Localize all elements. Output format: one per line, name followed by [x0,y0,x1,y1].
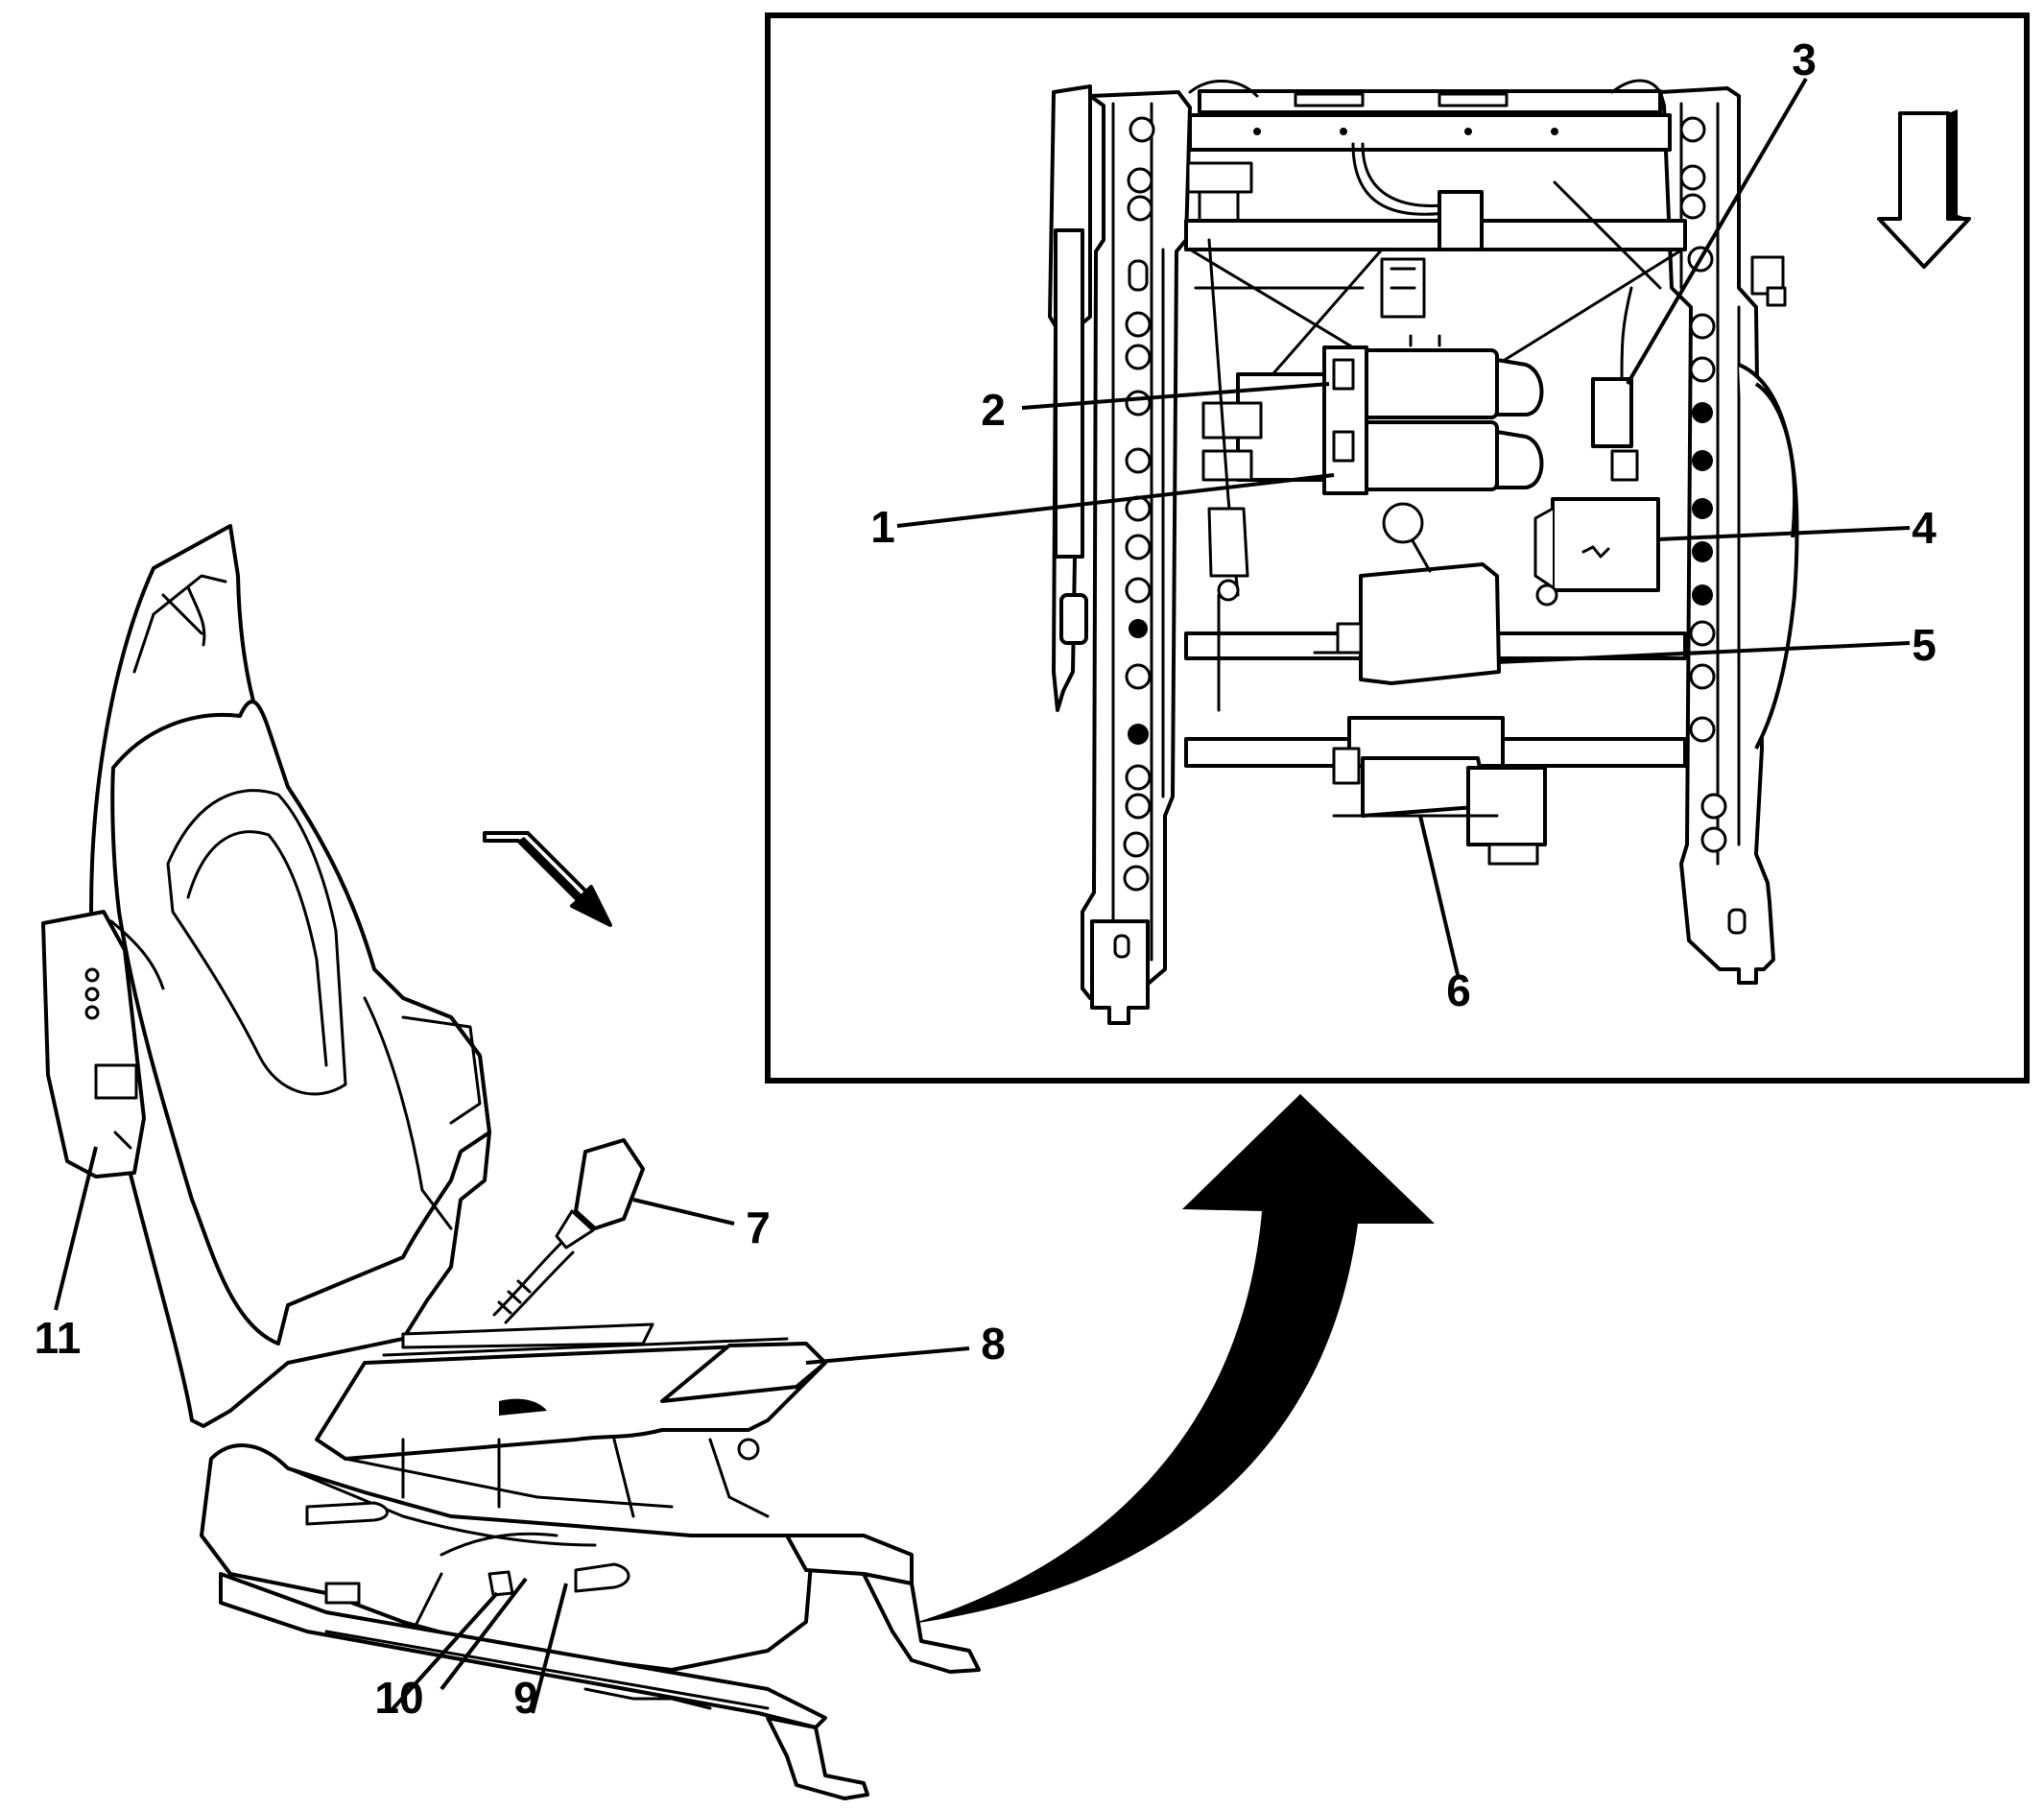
inset-frame [765,12,2030,1084]
right-seat-rail [1658,86,1799,985]
diagonal-arrow-icon [483,831,612,927]
harness-upper [1188,79,1787,319]
inset-leaders [896,77,1911,980]
callout-11: 11 [35,1313,82,1363]
seat-module-4 [1533,497,1660,607]
dual-adjuster-motors [1201,334,1544,495]
center-linkage [1186,161,1253,712]
seat-module-5 [1313,502,1501,685]
curved-arrow-icon [912,1094,1435,1624]
callout-6: 6 [1446,965,1471,1015]
left-seat-rail [1048,84,1192,1025]
callout-10: 10 [374,1673,423,1723]
frame-cross-members [1184,89,1687,768]
callout-1: 1 [870,502,895,552]
callout-7: 7 [746,1203,771,1252]
detail-inset: 1 2 3 4 5 6 [765,12,2030,1084]
wiring-connector-3 [1591,286,1639,482]
seat-leaders [54,1146,970,1714]
seat-connector-6 [1332,716,1547,866]
power-seat-assembly: 7 8 9 10 11 [35,524,1006,1800]
callout-5: 5 [1912,620,1937,670]
callout-9: 9 [513,1673,538,1723]
callout-2: 2 [981,385,1006,435]
down-arrow-icon [1877,109,1971,269]
callout-8: 8 [981,1319,1006,1369]
callout-3: 3 [1792,35,1817,84]
callout-4: 4 [1912,503,1937,553]
